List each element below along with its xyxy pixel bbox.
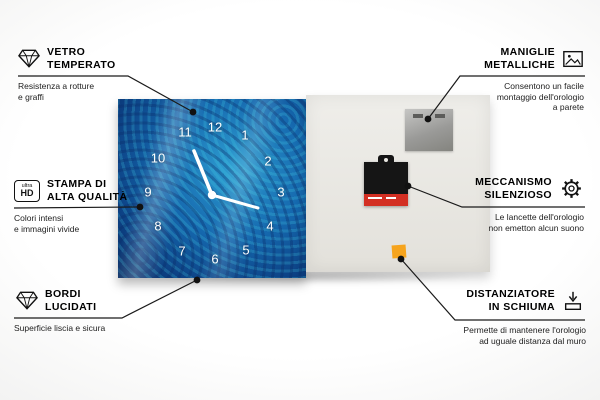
callout-title: BORDI	[45, 288, 81, 300]
ultra-hd-icon: ultra HD	[14, 179, 40, 202]
picture-frame-icon	[563, 50, 583, 67]
callout-title: VETRO	[47, 46, 86, 58]
clock-number-9: 9	[144, 184, 152, 200]
gem-icon	[16, 291, 38, 310]
plate-slot	[435, 114, 445, 118]
callout-subtitle-bordi: Superficie liscia e sicura	[14, 323, 106, 333]
callout-title: ALTA QUALITÀ	[47, 190, 128, 203]
clock-number-7: 7	[178, 243, 186, 259]
clock-number-10: 10	[150, 150, 166, 166]
mechanism-label	[364, 194, 408, 206]
spacer-icon	[564, 291, 582, 310]
clock-number-8: 8	[154, 218, 162, 234]
callout-title: IN SCHIUMA	[488, 300, 555, 313]
clock-number-6: 6	[211, 251, 219, 267]
clock-number-4: 4	[266, 218, 274, 234]
callout-bordi-lucidati: BORDI LUCIDATI	[16, 288, 96, 313]
gear-icon	[562, 179, 581, 198]
callout-title: SILENZIOSO	[484, 188, 552, 201]
callout-vetro-temperato: VETRO TEMPERATO	[18, 46, 116, 71]
clock-number-3: 3	[277, 184, 285, 200]
clock-mechanism	[364, 155, 408, 206]
callout-subtitle-distanziatore: Permette di mantenere l'orologio ad ugua…	[463, 325, 586, 346]
callout-distanziatore-schiuma: DISTANZIATORE IN SCHIUMA	[466, 288, 584, 313]
callout-title: METALLICHE	[484, 58, 555, 71]
callout-title: TEMPERATO	[47, 58, 116, 71]
clock-number-12: 12	[207, 119, 223, 135]
callout-subtitle-stampa: Colori intensi e immagini vivide	[14, 213, 80, 234]
clock-number-2: 2	[264, 153, 272, 169]
clock-number-1: 1	[241, 127, 249, 143]
clock-front-face: 12 1 2 3 4 5 6 7 8 9 10 11	[118, 99, 306, 278]
callout-stampa-alta-qualita: ultra HD STAMPA DI ALTA QUALITÀ	[14, 178, 127, 203]
callout-subtitle-meccanismo: Le lancette dell'orologio non emetton al…	[488, 212, 584, 233]
diamond-icon	[18, 49, 40, 68]
callout-title: LUCIDATI	[45, 300, 97, 313]
callout-meccanismo-silenzioso: MECCANISMO SILENZIOSO	[475, 176, 584, 201]
callout-title: MANIGLIE	[500, 46, 555, 58]
clock-number-5: 5	[242, 242, 250, 258]
callout-subtitle-vetro: Resistenza a rotture e graffi	[18, 81, 95, 102]
callout-subtitle-maniglie: Consentono un facile montaggio dell'orol…	[496, 81, 584, 112]
callout-title: DISTANZIATORE	[466, 288, 555, 300]
metal-hanger-plate	[405, 109, 453, 151]
mechanism-hanger-hole	[384, 158, 388, 162]
clock-number-11: 11	[178, 124, 192, 140]
clock-back-panel	[306, 95, 490, 272]
clock-hands	[192, 149, 260, 210]
foam-spacer	[391, 244, 407, 259]
callout-title: MECCANISMO	[475, 176, 552, 188]
plate-slot	[413, 114, 423, 118]
callout-maniglie-metalliche: MANIGLIE METALLICHE	[484, 46, 584, 71]
callout-title: STAMPA DI	[47, 178, 107, 190]
